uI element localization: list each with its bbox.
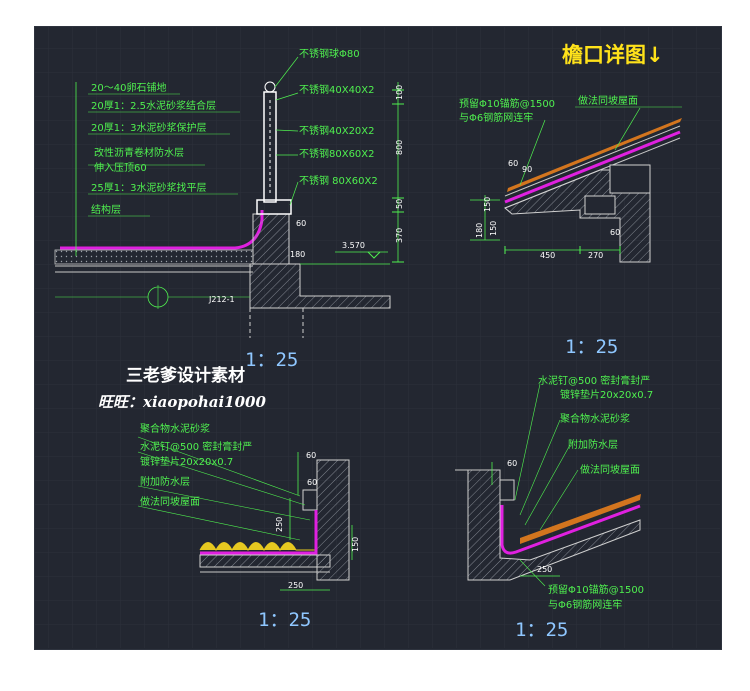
d2-label-0: 预留Φ10锚筋@1500 [459, 97, 555, 110]
d1-rail-label-0: 不锈钢球Φ80 [299, 47, 360, 60]
watermark-line2: 旺旺：xiaopohai1000 [98, 393, 266, 411]
d3-label-1: 水泥钉@500 密封膏封严 [140, 440, 252, 453]
d2-dim-5: 450 [540, 251, 555, 260]
d3-label-3: 附加防水层 [140, 475, 190, 488]
watermark-line1: 三老爹设计素材 [126, 365, 245, 386]
d1-label-4: 伸入压顶60 [94, 162, 147, 174]
d3-label-4: 做法同坡屋面 [140, 495, 200, 508]
d4-label-1: 镀锌垫片20x20x0.7 [560, 388, 653, 401]
d1-dim-4: 60 [296, 219, 306, 228]
d2-label-2: 做法同坡屋面 [578, 94, 638, 107]
d2-scale: 1：25 [565, 336, 618, 358]
d1-rail-label-3: 不锈钢80X60X2 [299, 147, 375, 160]
d1-dim-2: 50 [395, 199, 404, 209]
detail2-section: 预留Φ10锚筋@1500 与Φ6钢筋网连牢 做法同坡屋面 60 90 150 1… [459, 94, 682, 358]
d3-roof-tiles [199, 542, 316, 552]
d2-dim-1: 90 [522, 165, 532, 174]
d3-scale: 1：25 [258, 609, 311, 631]
d1-dim-0: 100 [395, 85, 404, 100]
d1-label-1: 20厚1：2.5水泥砂浆结合层 [91, 99, 216, 112]
d1-rail-label-1: 不锈钢40X40X2 [299, 83, 375, 96]
d2-dim-6: 270 [588, 251, 603, 260]
detail3-section: 聚合物水泥砂浆 水泥钉@500 密封膏封严 镀锌垫片20x20x0.7 附加防水… [137, 422, 360, 631]
d3-dim-2: 250 [275, 517, 284, 532]
d2-label-1: 与Φ6钢筋网连牢 [459, 111, 533, 124]
d3-label-2: 镀锌垫片20x20x0.7 [140, 455, 233, 468]
d3-dim-1: 60 [307, 478, 317, 487]
d4-label-2: 聚合物水泥砂浆 [560, 412, 630, 425]
d3-dim-4: 250 [288, 581, 303, 590]
d2-dim-7: 60 [610, 228, 620, 237]
d2-dim-4: 150 [489, 221, 498, 236]
drawing-title: 檐口详图↓ [562, 43, 664, 67]
d3-label-0: 聚合物水泥砂浆 [140, 422, 210, 435]
d4-label-6: 与Φ6钢筋网连牢 [548, 598, 622, 611]
d4-label-5: 预留Φ10锚筋@1500 [548, 583, 644, 596]
background-grid [35, 27, 720, 648]
d3-dim-0: 60 [306, 451, 316, 460]
d2-dim-0: 60 [508, 159, 518, 168]
d1-dim-5: 180 [290, 250, 305, 259]
d1-axis-label: J212-1 [208, 295, 235, 304]
d3-dim-3: 150 [351, 537, 360, 552]
d1-label-5: 25厚1：3水泥砂浆找平层 [91, 181, 206, 194]
d3-roof-slab [199, 554, 331, 568]
detail1-section: 20～40卵石铺地 20厚1：2.5水泥砂浆结合层 20厚1：3水泥砂浆保护层 … [54, 47, 404, 371]
d1-label-3: 改性沥青卷材防水层 [94, 146, 184, 159]
d1-label-2: 20厚1：3水泥砂浆保护层 [91, 121, 206, 134]
d1-scale: 1：25 [245, 349, 298, 371]
d4-label-0: 水泥钉@500 密封膏封严 [538, 374, 650, 387]
d1-elevation: 3.570 [342, 241, 365, 250]
d1-dim-1: 800 [395, 140, 404, 155]
d4-label-4: 做法同坡屋面 [580, 463, 640, 476]
detail4-section: 水泥钉@500 密封膏封严 镀锌垫片20x20x0.7 聚合物水泥砂浆 附加防水… [455, 374, 653, 641]
d4-label-3: 附加防水层 [568, 438, 618, 451]
d4-scale: 1：25 [515, 619, 568, 641]
d1-rail-label-2: 不锈钢40X20X2 [299, 124, 375, 137]
d1-dim-3: 370 [395, 228, 404, 243]
d4-dim-0: 60 [507, 459, 517, 468]
d2-dim-2: 150 [483, 197, 492, 212]
d1-rail-label-4: 不锈钢 80X60X2 [299, 174, 378, 187]
d1-label-6: 结构层 [91, 203, 121, 216]
d1-label-0: 20～40卵石铺地 [91, 81, 166, 94]
d2-dim-3: 180 [475, 223, 484, 238]
d4-dim-1: 250 [537, 565, 552, 574]
